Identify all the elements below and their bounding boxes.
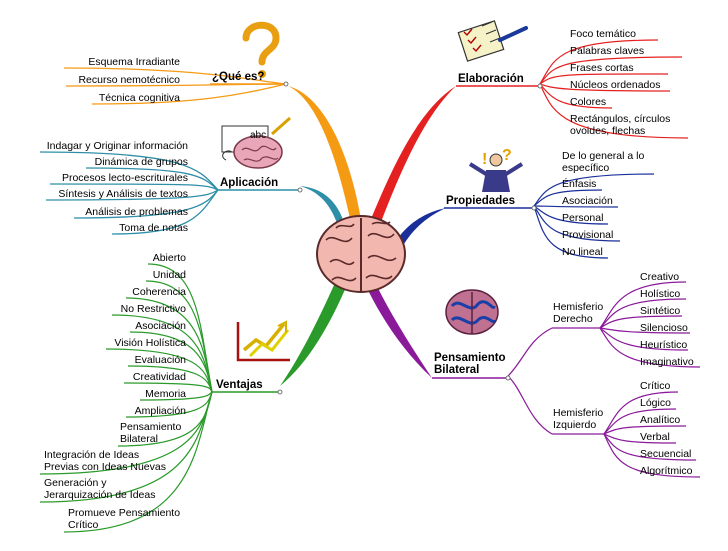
sub-branches-elaboracion bbox=[539, 39, 689, 139]
leaf-holistico: Holístico bbox=[640, 288, 680, 300]
leaf-personal: Personal bbox=[562, 212, 603, 224]
leaf-abierto: Abierto bbox=[153, 252, 186, 264]
leaf-enfasis: Énfasis bbox=[562, 177, 596, 190]
branch-ventajas-stem bbox=[280, 272, 350, 386]
svg-text:?: ? bbox=[502, 147, 512, 164]
leaf-no-lineal: No lineal bbox=[562, 246, 603, 258]
checklist-pen-icon bbox=[457, 20, 528, 62]
branch-propiedades-stem bbox=[398, 208, 446, 244]
svg-text:!: ! bbox=[482, 151, 487, 168]
sub-branches-ventajas bbox=[39, 263, 213, 533]
question-mark-icon bbox=[242, 21, 280, 78]
thinking-person-icon: ! ? bbox=[468, 147, 524, 192]
branch-que-es-stem bbox=[288, 86, 362, 228]
leaf-imaginativo: Imaginativo bbox=[640, 356, 694, 368]
leaf-coherencia: Coherencia bbox=[132, 286, 186, 298]
leaf-memoria: Memoria bbox=[145, 388, 186, 400]
leaf-algoritmico: Algorítmico bbox=[640, 465, 693, 477]
node-dots bbox=[277, 81, 543, 395]
sub-branches-aplicacion bbox=[39, 151, 219, 235]
leaf-toma-de-notas: Toma de notas bbox=[119, 222, 188, 234]
leaf-secuencial: Secuencial bbox=[640, 448, 691, 460]
leaf-critico: Crítico bbox=[640, 380, 670, 392]
leaf-asociacion: Asociación bbox=[562, 195, 613, 207]
leaf-analitico: Analítico bbox=[640, 414, 680, 426]
heading-elaboracion: Elaboración bbox=[458, 73, 524, 85]
leaf-heuristico: Heurístico bbox=[640, 339, 687, 351]
heading-underlines bbox=[210, 83, 540, 393]
leaf-creatividad: Creatividad bbox=[133, 371, 186, 383]
leaf-analisis-de-problemas: Análisis de problemas bbox=[85, 206, 188, 218]
leaf-vision-holistica: Visión Holística bbox=[114, 337, 186, 349]
abc-label: abc bbox=[250, 130, 266, 141]
leaf-frases-cortas: Frases cortas bbox=[570, 62, 634, 74]
heading-aplicacion: Aplicación bbox=[220, 177, 278, 189]
leaf-logico: Lógico bbox=[640, 397, 671, 409]
leaf-silencioso: Silencioso bbox=[640, 322, 688, 334]
writing-brain-icon bbox=[221, 116, 291, 169]
leaf-dinamica-de-grupos: Dinámica de grupos bbox=[95, 156, 188, 168]
leaf-creativo: Creativo bbox=[640, 271, 679, 283]
leaf-sintetico: Sintético bbox=[640, 305, 680, 317]
heading-propiedades: Propiedades bbox=[446, 195, 515, 207]
leaf-unidad: Unidad bbox=[153, 269, 186, 281]
leaf-evaluacion: Evaluación bbox=[135, 354, 187, 366]
leaf-esquema-irradiante: Esquema Irradiante bbox=[88, 56, 180, 68]
brain-icon bbox=[316, 215, 406, 293]
leaf-nucleos-ordenados: Núcleos ordenados bbox=[570, 79, 660, 91]
sub-branches-propiedades bbox=[533, 173, 655, 259]
leaf-indagar-y-originar-informacion: Indagar y Originar información bbox=[47, 140, 188, 152]
leaf-asociacion: Asociación bbox=[135, 320, 186, 332]
leaf-foco-tematico: Foco temático bbox=[570, 28, 636, 40]
leaf-ampliacion: Ampliación bbox=[135, 405, 187, 417]
heading-que-es: ¿Qué es? bbox=[212, 71, 264, 83]
leaf-verbal: Verbal bbox=[640, 431, 670, 443]
leaf-procesos-lecto-escriturales: Procesos lecto-escriturales bbox=[62, 172, 188, 184]
branch-pensamiento-stem bbox=[364, 276, 432, 378]
leaf-sintesis-y-analisis-de-textos: Síntesis y Análisis de textos bbox=[58, 188, 188, 200]
rising-arrow-chart-icon bbox=[236, 320, 290, 362]
sub-branches-pensamiento bbox=[507, 281, 701, 478]
leaf-tecnica-cognitiva: Técnica cognitiva bbox=[99, 92, 180, 104]
leaf-recurso-nemotecnico: Recurso nemotécnico bbox=[78, 74, 180, 86]
brain-hemispheres-icon bbox=[445, 289, 499, 335]
leaf-palabras-claves: Palabras claves bbox=[570, 45, 644, 57]
leaf-colores: Colores bbox=[570, 96, 606, 108]
branch-elaboracion-stem bbox=[368, 86, 456, 230]
heading-ventajas: Ventajas bbox=[216, 379, 263, 391]
leaf-provisional: Provisional bbox=[562, 229, 613, 241]
leaf-no-restrictivo: No Restrictivo bbox=[121, 303, 187, 315]
